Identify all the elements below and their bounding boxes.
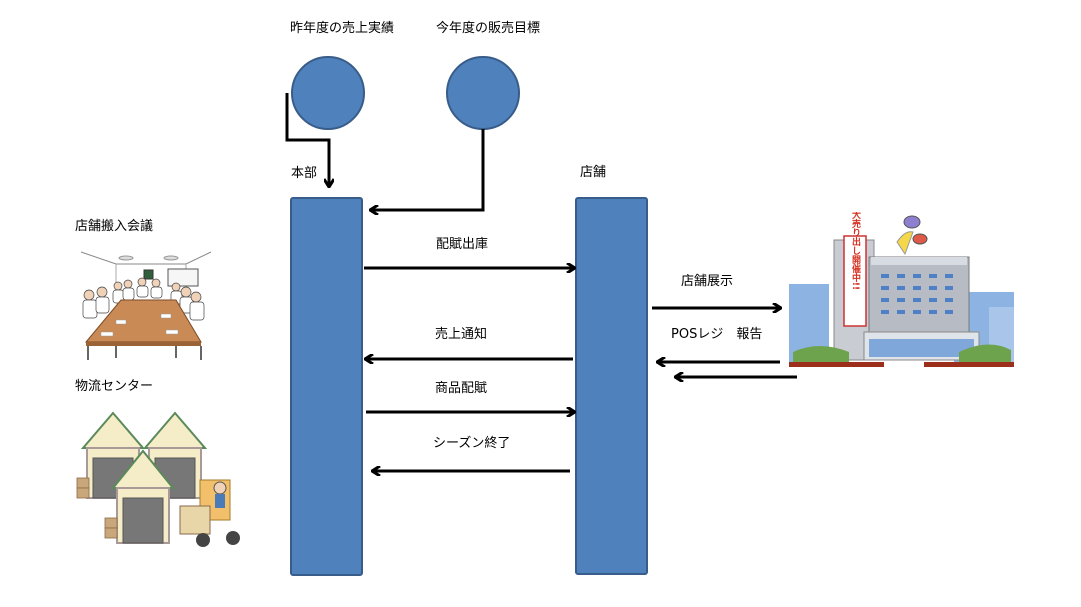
hq-lane-label: 本部 bbox=[291, 166, 318, 181]
this-year-target-node bbox=[446, 56, 520, 130]
season-end-label: シーズン終了 bbox=[433, 436, 511, 451]
store-display-label: 店舗展示 bbox=[681, 274, 734, 289]
logistics-center-illustration bbox=[76, 411, 240, 547]
hq-lifeline bbox=[290, 197, 363, 576]
last-year-sales-node bbox=[291, 56, 365, 130]
allocation-shipping-label: 配賦出庫 bbox=[436, 237, 489, 252]
sales-notice-label: 売上通知 bbox=[435, 327, 488, 342]
store-building-illustration: 大売り出し開催中!! bbox=[789, 212, 1014, 367]
product-allocation-label: 商品配賦 bbox=[435, 381, 488, 396]
logistics-label: 物流センター bbox=[75, 379, 154, 394]
pos-report-label: POSレジ 報告 bbox=[671, 327, 763, 342]
meeting-room-illustration bbox=[80, 251, 212, 360]
this-year-target-label: 今年度の販売目標 bbox=[436, 21, 541, 36]
sale-banner: 大売り出し開催中!! bbox=[850, 212, 861, 290]
last-year-to-hq-arrow bbox=[285, 93, 329, 186]
ground-strip bbox=[789, 362, 884, 367]
store-lane-label: 店舗 bbox=[580, 165, 607, 180]
balloon-icon bbox=[912, 233, 928, 245]
clock-icon bbox=[143, 269, 154, 280]
balloon-icon bbox=[903, 215, 921, 229]
last-year-sales-label: 昨年度の売上実績 bbox=[290, 21, 395, 36]
target-to-hq-arrow bbox=[371, 129, 485, 210]
meeting-label: 店舗搬入会議 bbox=[75, 219, 154, 234]
store-lifeline bbox=[575, 197, 648, 575]
